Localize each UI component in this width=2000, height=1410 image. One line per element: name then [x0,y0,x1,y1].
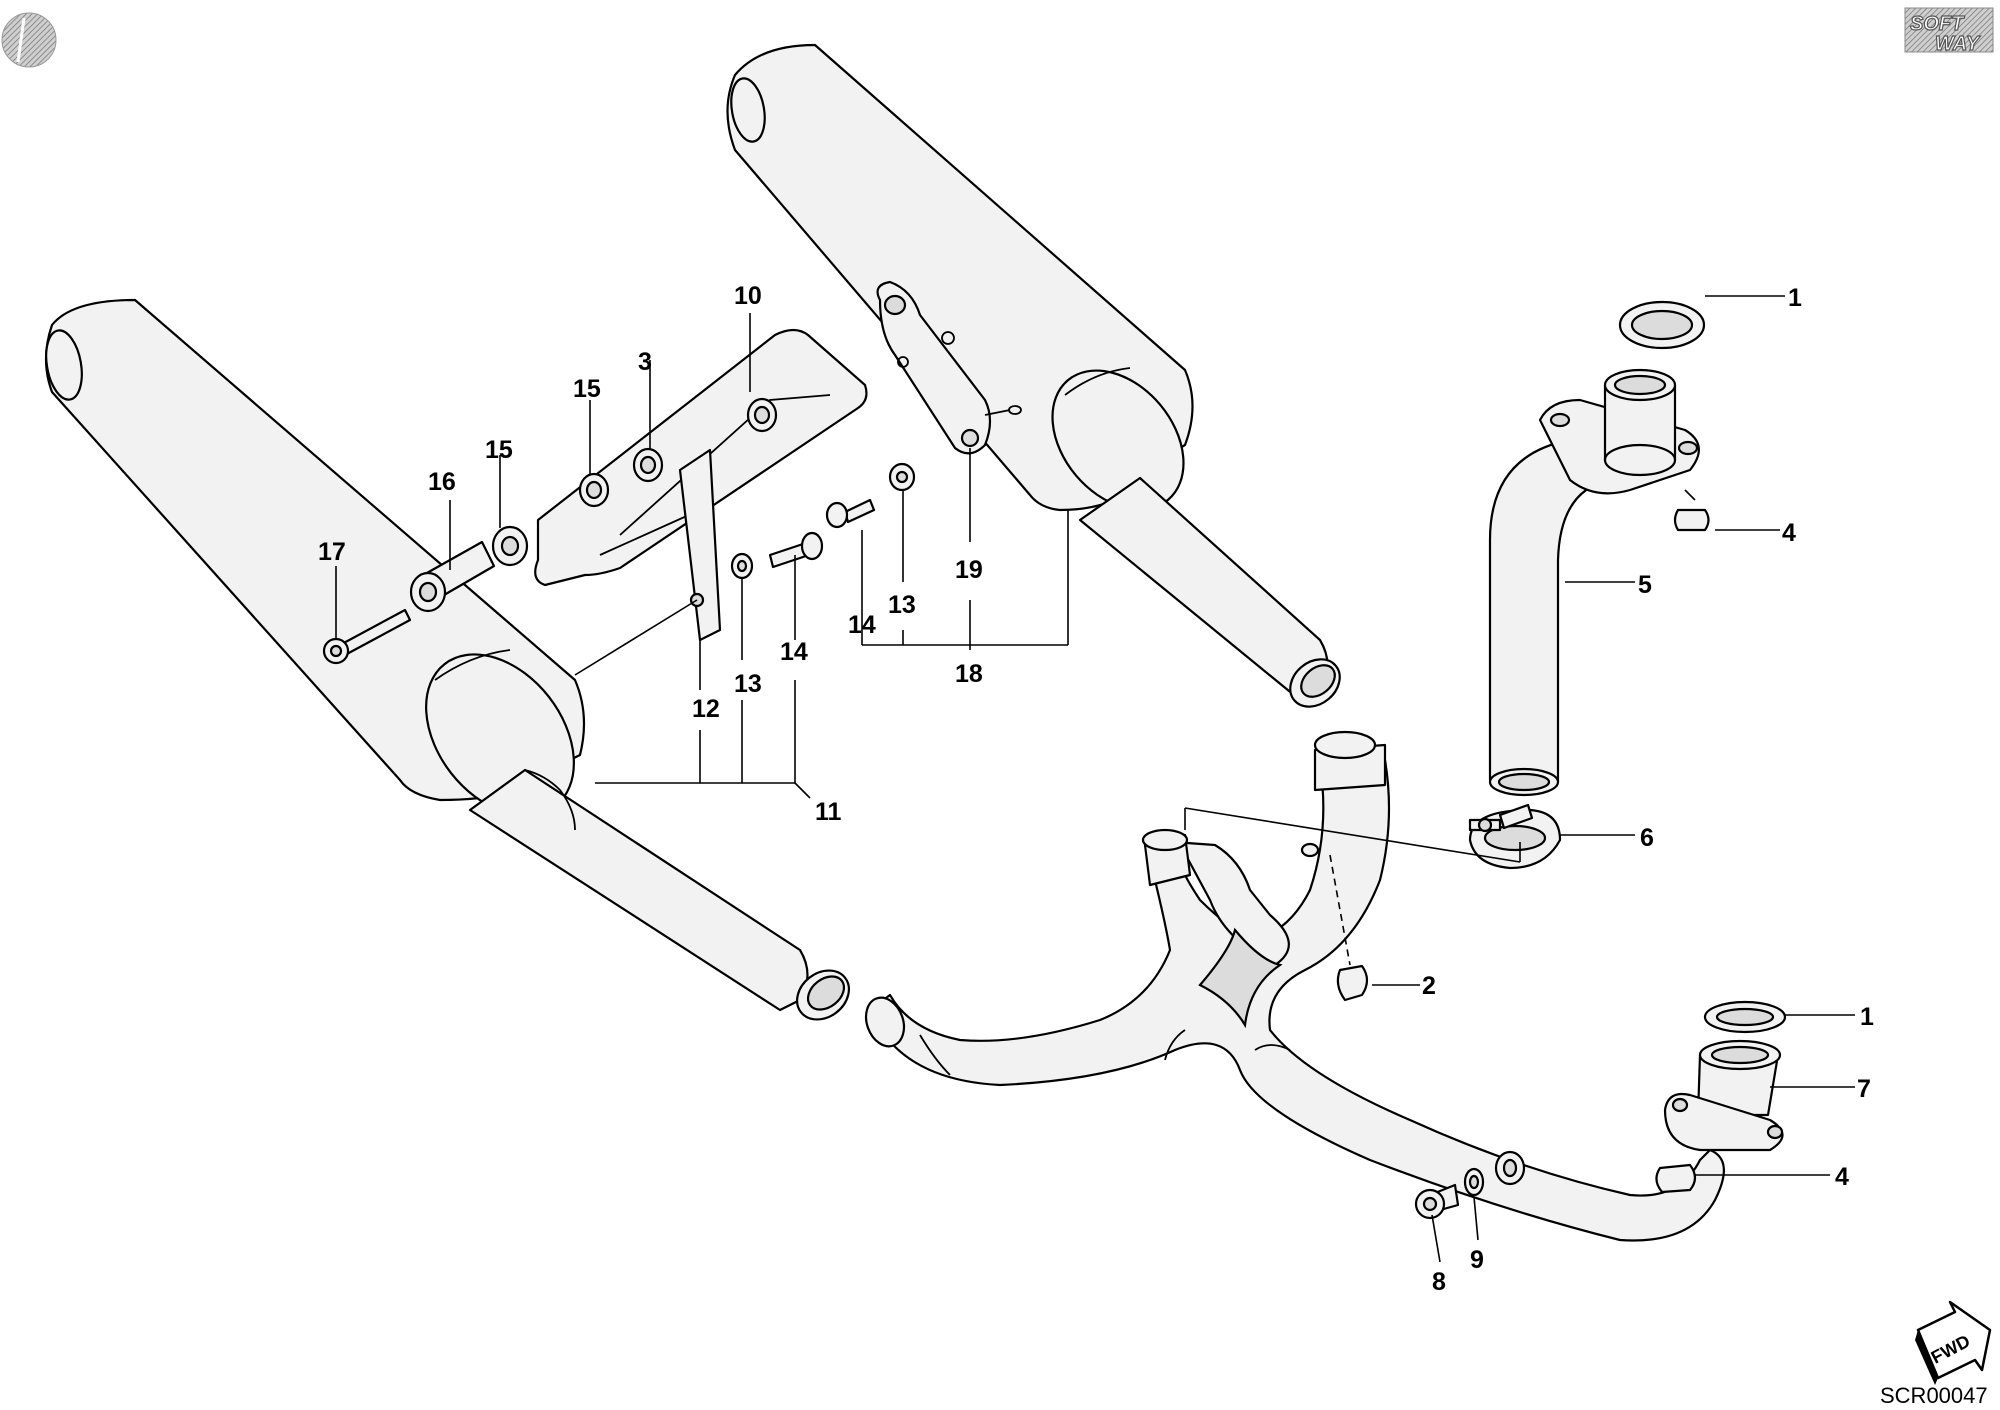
left-muffler [44,298,850,1021]
callout-1-lower: 1 [1860,1003,1874,1031]
callout-15-left: 15 [485,436,513,464]
softway-logo: SOFT WAY [1904,7,1994,56]
callout-7: 7 [1857,1075,1871,1103]
callout-14-right: 14 [848,611,876,639]
callout-19: 19 [955,556,983,584]
right-muffler [726,43,1341,708]
callout-13-right: 13 [888,591,916,619]
callout-10: 10 [734,282,762,310]
callout-18: 18 [955,660,983,688]
leader-lines [335,295,1855,1263]
callout-12: 12 [692,695,720,723]
lower-flange-7 [1655,1000,1787,1194]
bolts-washers [730,462,916,580]
muffler-bracket-19 [876,280,1022,455]
bracket-fasteners [322,397,778,665]
logo-text-bottom: WAY [1935,33,1981,55]
header-pipe-5 [1488,300,1710,797]
callout-labels: 1 1 2 3 4 4 5 6 7 8 9 10 11 12 13 13 14 … [318,282,1874,1296]
callout-16: 16 [428,468,456,496]
clamp-6 [1468,803,1562,870]
callout-1-upper: 1 [1788,284,1802,312]
drain-plug-8-washer-9 [1414,1167,1485,1220]
drawing-code: SCR00047 [1880,1383,1988,1408]
callout-6: 6 [1640,824,1654,852]
logo-text-top: SOFT [1910,13,1965,35]
callout-14-left: 14 [780,638,808,666]
callout-4-upper: 4 [1782,519,1796,547]
callout-11: 11 [815,798,842,826]
callout-9: 9 [1470,1246,1484,1274]
callout-8: 8 [1432,1268,1446,1296]
callout-17: 17 [318,538,346,566]
corner-badge-icon [1,12,57,68]
callout-2: 2 [1422,972,1436,1000]
forward-arrow-icon: FWD [1915,1300,1992,1385]
callout-4-lower: 4 [1835,1163,1849,1191]
callout-3: 3 [638,348,652,376]
main-bracket-10 [534,328,868,642]
y-pipe [864,730,1725,1242]
callout-15-right: 15 [573,375,601,403]
callout-13-left: 13 [734,670,762,698]
callout-5: 5 [1638,571,1652,599]
